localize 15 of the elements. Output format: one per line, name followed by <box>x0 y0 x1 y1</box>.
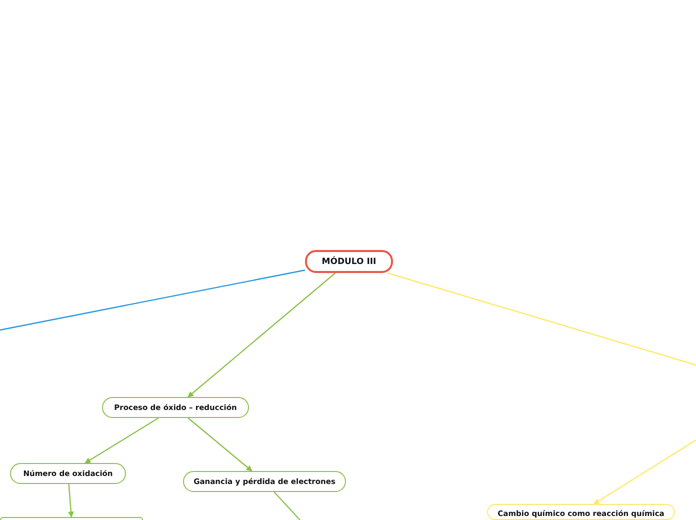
topic-box <box>183 471 346 492</box>
topic-text: MÓDULO III <box>322 256 376 266</box>
connector-line <box>84 417 159 464</box>
topic-box <box>102 397 249 418</box>
empty-box <box>0 517 143 520</box>
connector-line <box>188 272 336 398</box>
connector-line <box>0 270 306 331</box>
connector-line <box>68 484 74 518</box>
topic-box <box>10 463 126 484</box>
topic-box <box>487 504 675 520</box>
topic-box <box>305 250 393 273</box>
connector-line <box>188 418 252 472</box>
connector-line <box>387 272 696 366</box>
connector-line <box>274 492 300 520</box>
connector-line <box>593 440 696 504</box>
